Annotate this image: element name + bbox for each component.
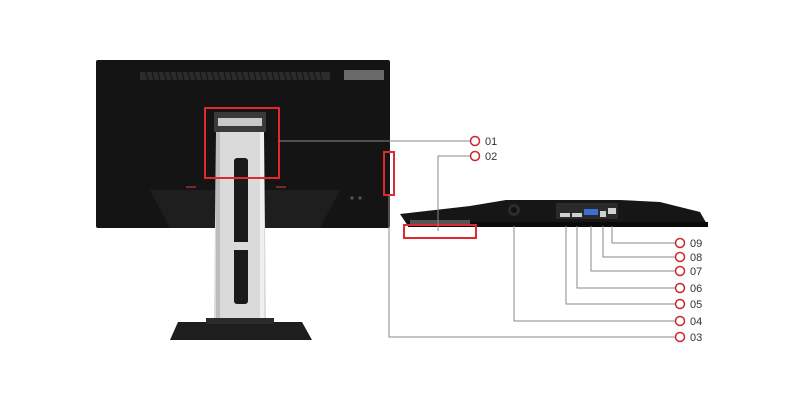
- monitor-bottom-panel: [400, 200, 708, 226]
- callout-marker: [674, 298, 686, 310]
- callout-marker: [469, 135, 481, 147]
- callout-04: 04: [674, 315, 702, 328]
- highlight-box-stand-mount: [204, 107, 280, 179]
- port-dp-icon: [584, 209, 598, 215]
- callout-marker: [674, 265, 686, 277]
- callout-label: 06: [690, 283, 702, 295]
- callout-marker: [674, 331, 686, 343]
- port-usb-b-icon: [608, 208, 616, 214]
- callout-07: 07: [674, 265, 702, 278]
- side-button-icon: [350, 196, 354, 200]
- port-accent-icon: [276, 186, 286, 188]
- callout-marker: [674, 251, 686, 263]
- highlight-box-buttons: [403, 224, 477, 239]
- brand-logo-plate: [344, 70, 384, 80]
- callout-label: 08: [690, 252, 702, 264]
- callout-label: 07: [690, 266, 702, 278]
- callout-marker: [674, 315, 686, 327]
- vent-grille: [140, 72, 330, 80]
- callout-label: 04: [690, 316, 702, 328]
- callout-09: 09: [674, 237, 702, 250]
- callout-label: 05: [690, 299, 702, 311]
- callout-marker: [674, 282, 686, 294]
- callout-label: 03: [690, 332, 702, 344]
- callout-01: 01: [469, 135, 497, 148]
- stand-base: [170, 322, 312, 340]
- callout-label: 02: [485, 151, 497, 163]
- port-usb-icon: [560, 213, 570, 217]
- callout-marker: [469, 150, 481, 162]
- control-buttons-strip: [410, 220, 470, 224]
- callout-label: 09: [690, 238, 702, 250]
- callout-label: 01: [485, 136, 497, 148]
- callout-03: 03: [674, 331, 702, 344]
- callout-marker: [674, 237, 686, 249]
- port-audio-icon: [600, 211, 606, 217]
- leader-lines: [279, 140, 675, 338]
- port-hdmi-icon: [572, 213, 582, 217]
- callout-02: 02: [469, 150, 497, 163]
- callout-06: 06: [674, 282, 702, 295]
- port-accent-icon: [186, 186, 196, 188]
- monitor-bottom-view: [400, 200, 708, 227]
- callout-08: 08: [674, 251, 702, 264]
- side-button-icon: [358, 196, 362, 200]
- callout-05: 05: [674, 298, 702, 311]
- cable-slot: [234, 158, 248, 304]
